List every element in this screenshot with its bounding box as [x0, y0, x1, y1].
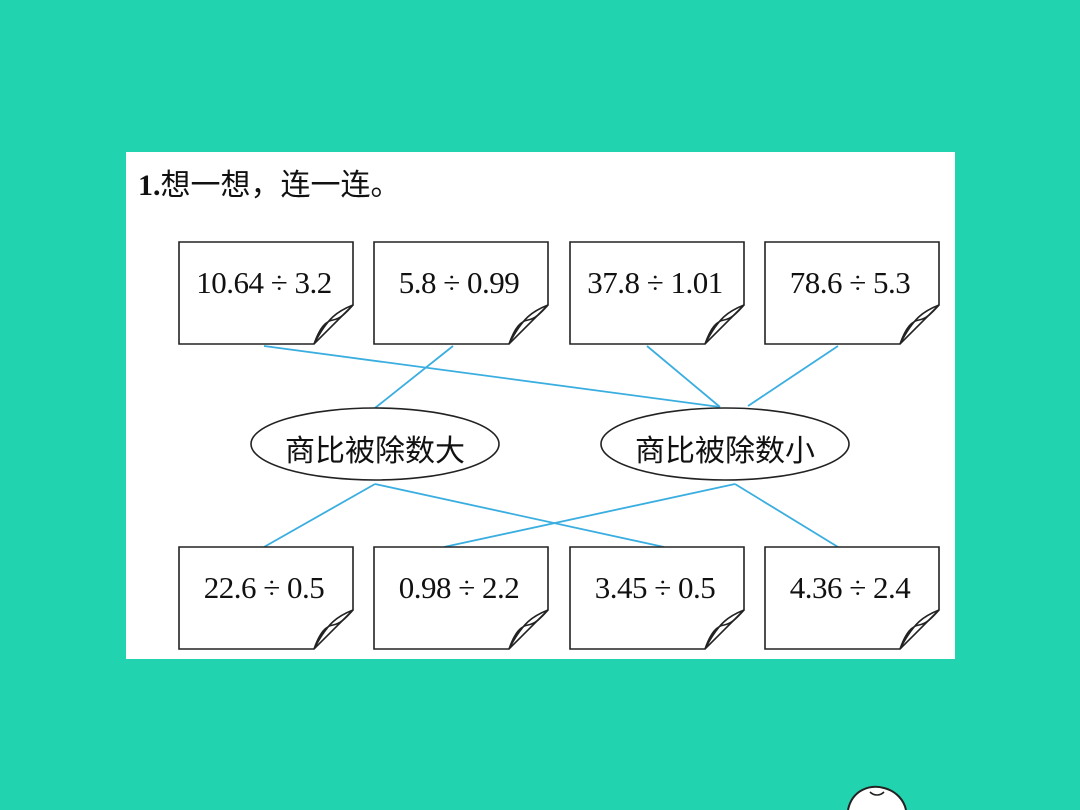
category-label: 商比被除数大 — [285, 434, 465, 469]
card-expression: 10.64 ÷ 3.2 — [196, 265, 332, 300]
card-frame-icon — [569, 241, 745, 345]
card-expression: 5.8 ÷ 0.99 — [398, 265, 520, 300]
bottom-card-4[interactable]: 4.36 ÷ 2.4 — [764, 546, 940, 650]
top-card-4[interactable]: 78.6 ÷ 5.3 — [764, 241, 940, 345]
card-expression: 0.98 ÷ 2.2 — [398, 570, 520, 605]
question-heading: 1.想一想，连一连。 — [138, 160, 401, 204]
connection-line-bottom-1 — [263, 483, 376, 548]
category-label: 商比被除数小 — [635, 434, 815, 469]
connection-line-bottom-2 — [443, 483, 736, 548]
top-card-2[interactable]: 5.8 ÷ 0.99 — [373, 241, 549, 345]
category-larger[interactable]: 商比被除数大 — [249, 406, 501, 482]
top-card-1[interactable]: 10.64 ÷ 3.2 — [178, 241, 354, 345]
oval-shape-icon — [600, 407, 850, 481]
connection-lines — [263, 345, 839, 548]
question-number: 1. — [138, 169, 161, 202]
card-expression: 4.36 ÷ 2.4 — [789, 570, 911, 605]
card-frame-icon — [178, 241, 354, 345]
question-text: 想一想，连一连。 — [160, 168, 401, 203]
card-frame-icon — [569, 546, 745, 650]
card-frame-icon — [373, 241, 549, 345]
card-expression: 22.6 ÷ 0.5 — [203, 570, 325, 605]
card-frame-icon — [764, 241, 940, 345]
bottom-card-2[interactable]: 0.98 ÷ 2.2 — [373, 546, 549, 650]
connection-line-bottom-3 — [374, 483, 665, 548]
bottom-card-1[interactable]: 22.6 ÷ 0.5 — [178, 546, 354, 650]
card-frame-icon — [178, 546, 354, 650]
connection-line-top-2 — [374, 345, 454, 409]
card-frame-icon — [373, 546, 549, 650]
connection-line-top-4 — [747, 345, 839, 407]
exercise-panel: 1.想一想，连一连。 10.64 ÷ 3.2 5.8 ÷ 0.99 37.8 ÷… — [126, 152, 955, 659]
connection-line-top-3 — [646, 345, 721, 408]
connection-line-top-1 — [263, 345, 721, 408]
card-expression: 78.6 ÷ 5.3 — [789, 265, 911, 300]
oval-shape-icon — [250, 407, 500, 481]
card-expression: 37.8 ÷ 1.01 — [587, 265, 723, 300]
card-frame-icon — [764, 546, 940, 650]
card-expression: 3.45 ÷ 0.5 — [594, 570, 716, 605]
mascot-head-icon — [847, 785, 907, 810]
bottom-card-3[interactable]: 3.45 ÷ 0.5 — [569, 546, 745, 650]
category-smaller[interactable]: 商比被除数小 — [599, 406, 851, 482]
connection-line-bottom-4 — [734, 483, 839, 548]
top-card-3[interactable]: 37.8 ÷ 1.01 — [569, 241, 745, 345]
